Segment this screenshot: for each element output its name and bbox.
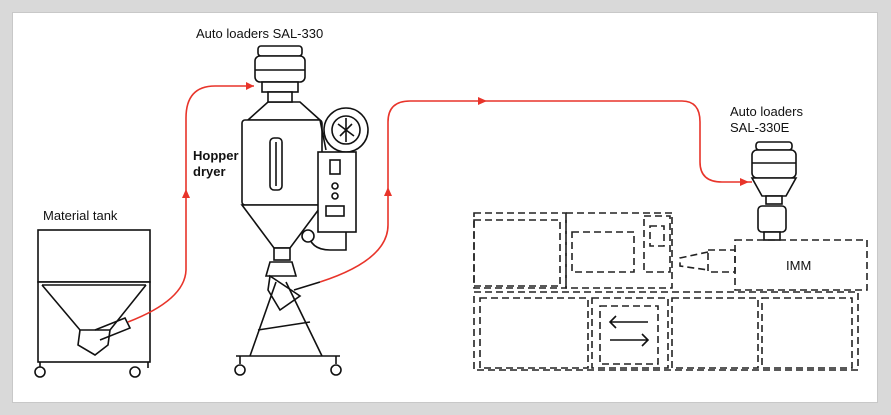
auto-loader-2-label-line2: SAL-330E [730,120,790,135]
diagram-panel [12,12,878,403]
hopper-dryer-label-line2: dryer [193,164,226,179]
hopper-dryer [234,101,369,376]
injection-molding-machine [473,212,868,371]
material-tank-label: Material tank [43,208,118,223]
material-tank [34,229,151,378]
auto-loader-2-label-line1: Auto loaders [730,104,803,119]
wheel-icon [34,366,46,378]
auto-loader-2 [750,141,798,241]
flow-arrow-icon [740,178,749,186]
flow-arrow-icon [246,82,254,90]
auto-loader-1 [254,45,306,103]
conveying-lines [127,82,752,323]
conveying-line-tank-to-loader [127,85,254,323]
auto-loader-1-label: Auto loaders SAL-330 [196,26,323,41]
hopper-dryer-label-line1: Hopper [193,148,239,163]
wheel-icon [234,364,246,376]
flow-arrow-icon [478,97,487,105]
imm-label: IMM [786,258,811,273]
conveying-line-dryer-to-loader [319,100,752,283]
wheel-icon [330,364,342,376]
flow-arrow-icon [384,187,392,196]
flow-arrow-icon [182,189,190,198]
wheel-icon [129,366,141,378]
